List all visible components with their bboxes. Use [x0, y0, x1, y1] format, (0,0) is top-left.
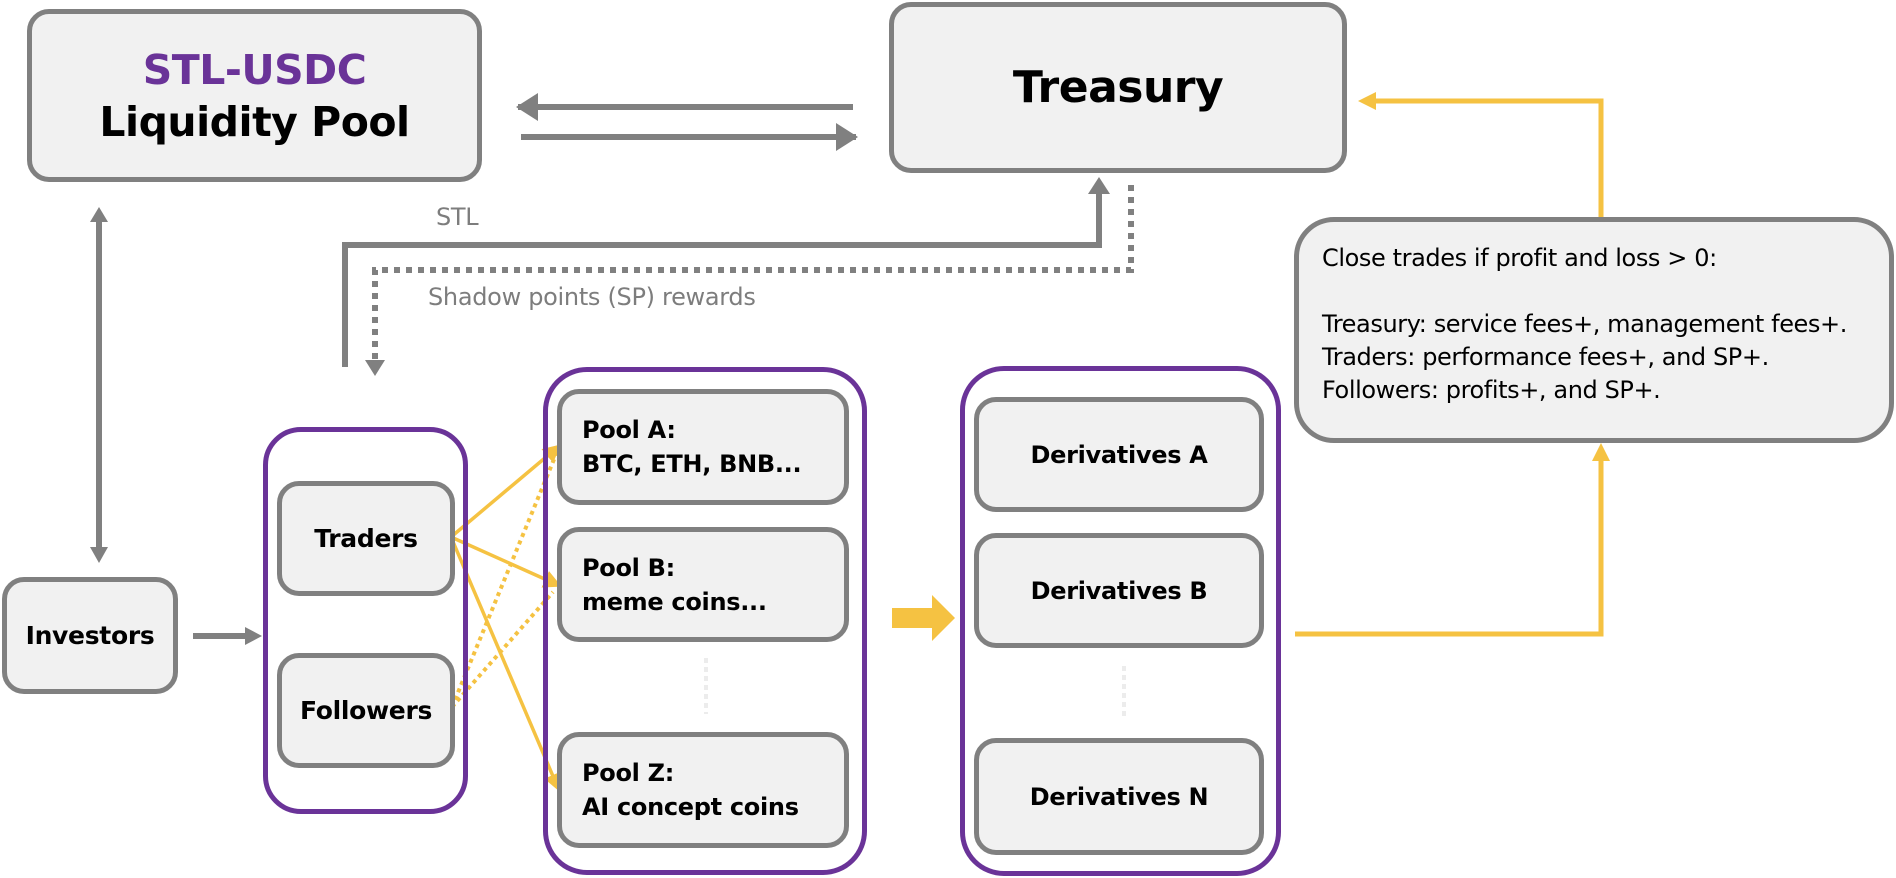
pool-b-box[interactable]: Pool B: meme coins... — [557, 527, 849, 642]
pool-a-name: Pool A: — [582, 416, 676, 444]
traders-title: Traders — [314, 524, 418, 553]
investors-title: Investors — [25, 621, 155, 650]
settlement-note-heading: Close trades if profit and loss > 0: — [1322, 244, 1717, 272]
pool-b-name: Pool B: — [582, 553, 675, 582]
pool-a-box[interactable]: Pool A: BTC, ETH, BNB... — [557, 389, 849, 505]
pool-b-assets: meme coins... — [582, 587, 767, 616]
pool-z-box[interactable]: Pool Z: AI concept coins — [557, 732, 849, 848]
investors-box[interactable]: Investors — [2, 577, 178, 694]
derivatives-n-title: Derivatives N — [1029, 782, 1209, 811]
pools-group — [543, 367, 867, 875]
followers-title: Followers — [299, 696, 433, 725]
settlement-note: Close trades if profit and loss > 0: Tre… — [1294, 217, 1894, 443]
liquidity-pool-title: Liquidity Pool — [99, 97, 410, 146]
arrow-derivatives-to-settlement — [1295, 460, 1604, 637]
settlement-note-treasury: Treasury: service fees+, management fees… — [1322, 310, 1847, 338]
arrowhead-left-icon — [1358, 92, 1376, 110]
stl-flow-label: STL — [436, 203, 479, 231]
arrowhead-right-icon — [245, 627, 262, 645]
derivatives-b-title: Derivatives B — [1030, 576, 1208, 605]
arrowhead-down-icon — [365, 360, 385, 376]
derivatives-group — [960, 366, 1281, 876]
shadow-points-label: Shadow points (SP) rewards — [428, 283, 756, 311]
block-arrow-pools-to-derivatives — [892, 595, 955, 641]
treasury-title: Treasury — [1012, 62, 1224, 113]
arrow-settlement-to-treasury — [1375, 98, 1604, 217]
derivatives-a-title: Derivatives A — [1030, 440, 1208, 469]
arrowhead-up-icon — [1088, 177, 1110, 194]
treasury-box[interactable]: Treasury — [889, 2, 1347, 173]
liquidity-pool-token-pair: STL-USDC — [142, 45, 367, 94]
pool-z-assets: AI concept coins — [582, 793, 799, 821]
arrowhead-down-icon — [90, 547, 108, 563]
arrowhead-up-icon — [90, 207, 108, 222]
arrowhead-up-icon — [1592, 443, 1610, 461]
pool-z-name: Pool Z: — [582, 759, 675, 787]
settlement-note-followers: Followers: profits+, and SP+. — [1322, 376, 1661, 404]
arrow-sp-rewards — [372, 185, 1134, 360]
derivatives-n-box[interactable]: Derivatives N — [974, 738, 1264, 855]
liquidity-pool-box[interactable]: STL-USDC Liquidity Pool — [27, 9, 482, 182]
settlement-note-traders: Traders: performance fees+, and SP+. — [1322, 343, 1769, 371]
participants-group — [263, 427, 468, 814]
derivatives-b-box[interactable]: Derivatives B — [974, 533, 1264, 648]
derivatives-a-box[interactable]: Derivatives A — [974, 397, 1264, 512]
traders-box[interactable]: Traders — [277, 481, 455, 596]
followers-box[interactable]: Followers — [277, 653, 455, 768]
pool-a-assets: BTC, ETH, BNB... — [582, 450, 802, 478]
